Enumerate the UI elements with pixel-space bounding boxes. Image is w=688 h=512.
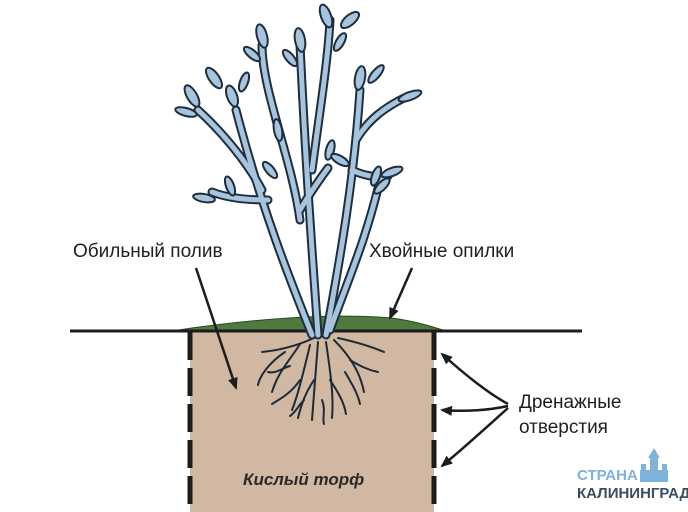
roots-icon [257,335,385,425]
castle-logo-icon [640,448,668,482]
drainage-label-line2: отверстия [519,417,608,438]
annotation-arrows [194,267,509,468]
drainage-arrow-bottom [440,407,509,468]
planting-pit [190,332,434,512]
sawdust-label: Хвойные опилки [369,241,514,262]
watering-arrow [194,267,238,390]
leaves [174,3,423,204]
sawdust-arrow [388,267,414,320]
drainage-arrow-mid [440,404,509,416]
pit-walls [187,332,437,512]
peat-label: Кислый торф [243,470,364,489]
watermark: СТРАНА КАЛИНИНГРАД [577,448,688,502]
watermark-line1: СТРАНА [577,467,638,484]
watering-label: Обильный полив [73,241,223,262]
drainage-arrow-top [440,352,509,406]
watermark-line2: КАЛИНИНГРАД [577,485,688,502]
drainage-label-line1: Дренажные [519,392,622,413]
blueberry-bush-icon [193,15,409,340]
